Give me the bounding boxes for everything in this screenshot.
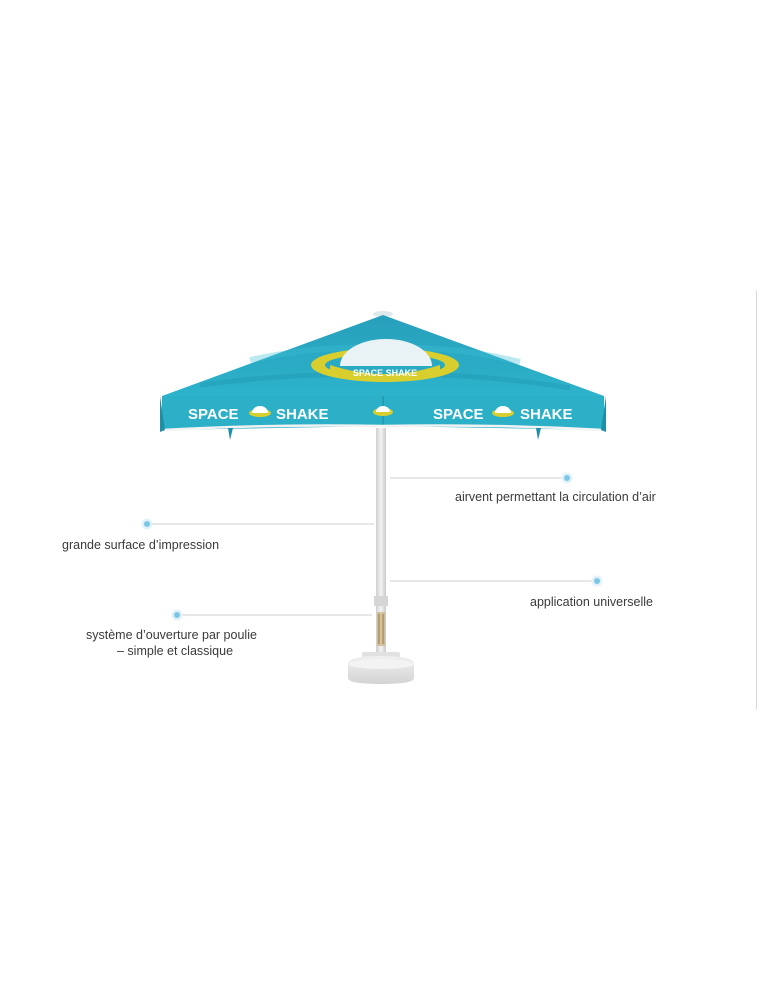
callout-pulley-label-line2: – simple et classique xyxy=(117,644,234,658)
callout-application-label: application universelle xyxy=(530,595,653,609)
brand-word-shake-right: SHAKE xyxy=(520,406,573,423)
callout-lines xyxy=(147,477,597,616)
callout-dot-pulley xyxy=(171,609,183,621)
callout-airvent-label: airvent permettant la circulation d’air xyxy=(455,490,656,504)
valance-logo-right: SPACE SHAKE xyxy=(433,406,573,423)
callout-dot-airvent xyxy=(561,472,573,484)
umbrella-pole xyxy=(374,428,388,664)
planet-logo: SPACE SHAKE xyxy=(311,339,459,382)
callout-print-surface-label: grande surface d’impression xyxy=(62,538,220,552)
brand-word-shake-left: SHAKE xyxy=(276,406,329,423)
page-divider xyxy=(756,290,757,710)
callout-pulley-label-line1: système d’ouverture par poulie xyxy=(86,628,257,642)
brand-word-space-left: SPACE xyxy=(188,406,239,423)
planet-logo-text: SPACE SHAKE xyxy=(353,368,417,378)
valance-logo-left: SPACE SHAKE xyxy=(188,406,329,423)
callout-dot-application xyxy=(591,575,603,587)
valance-planet-icon-center xyxy=(373,406,393,416)
umbrella-base xyxy=(348,652,414,684)
callout-dot-print-surface xyxy=(141,518,153,530)
brand-word-space-right: SPACE xyxy=(433,406,484,423)
